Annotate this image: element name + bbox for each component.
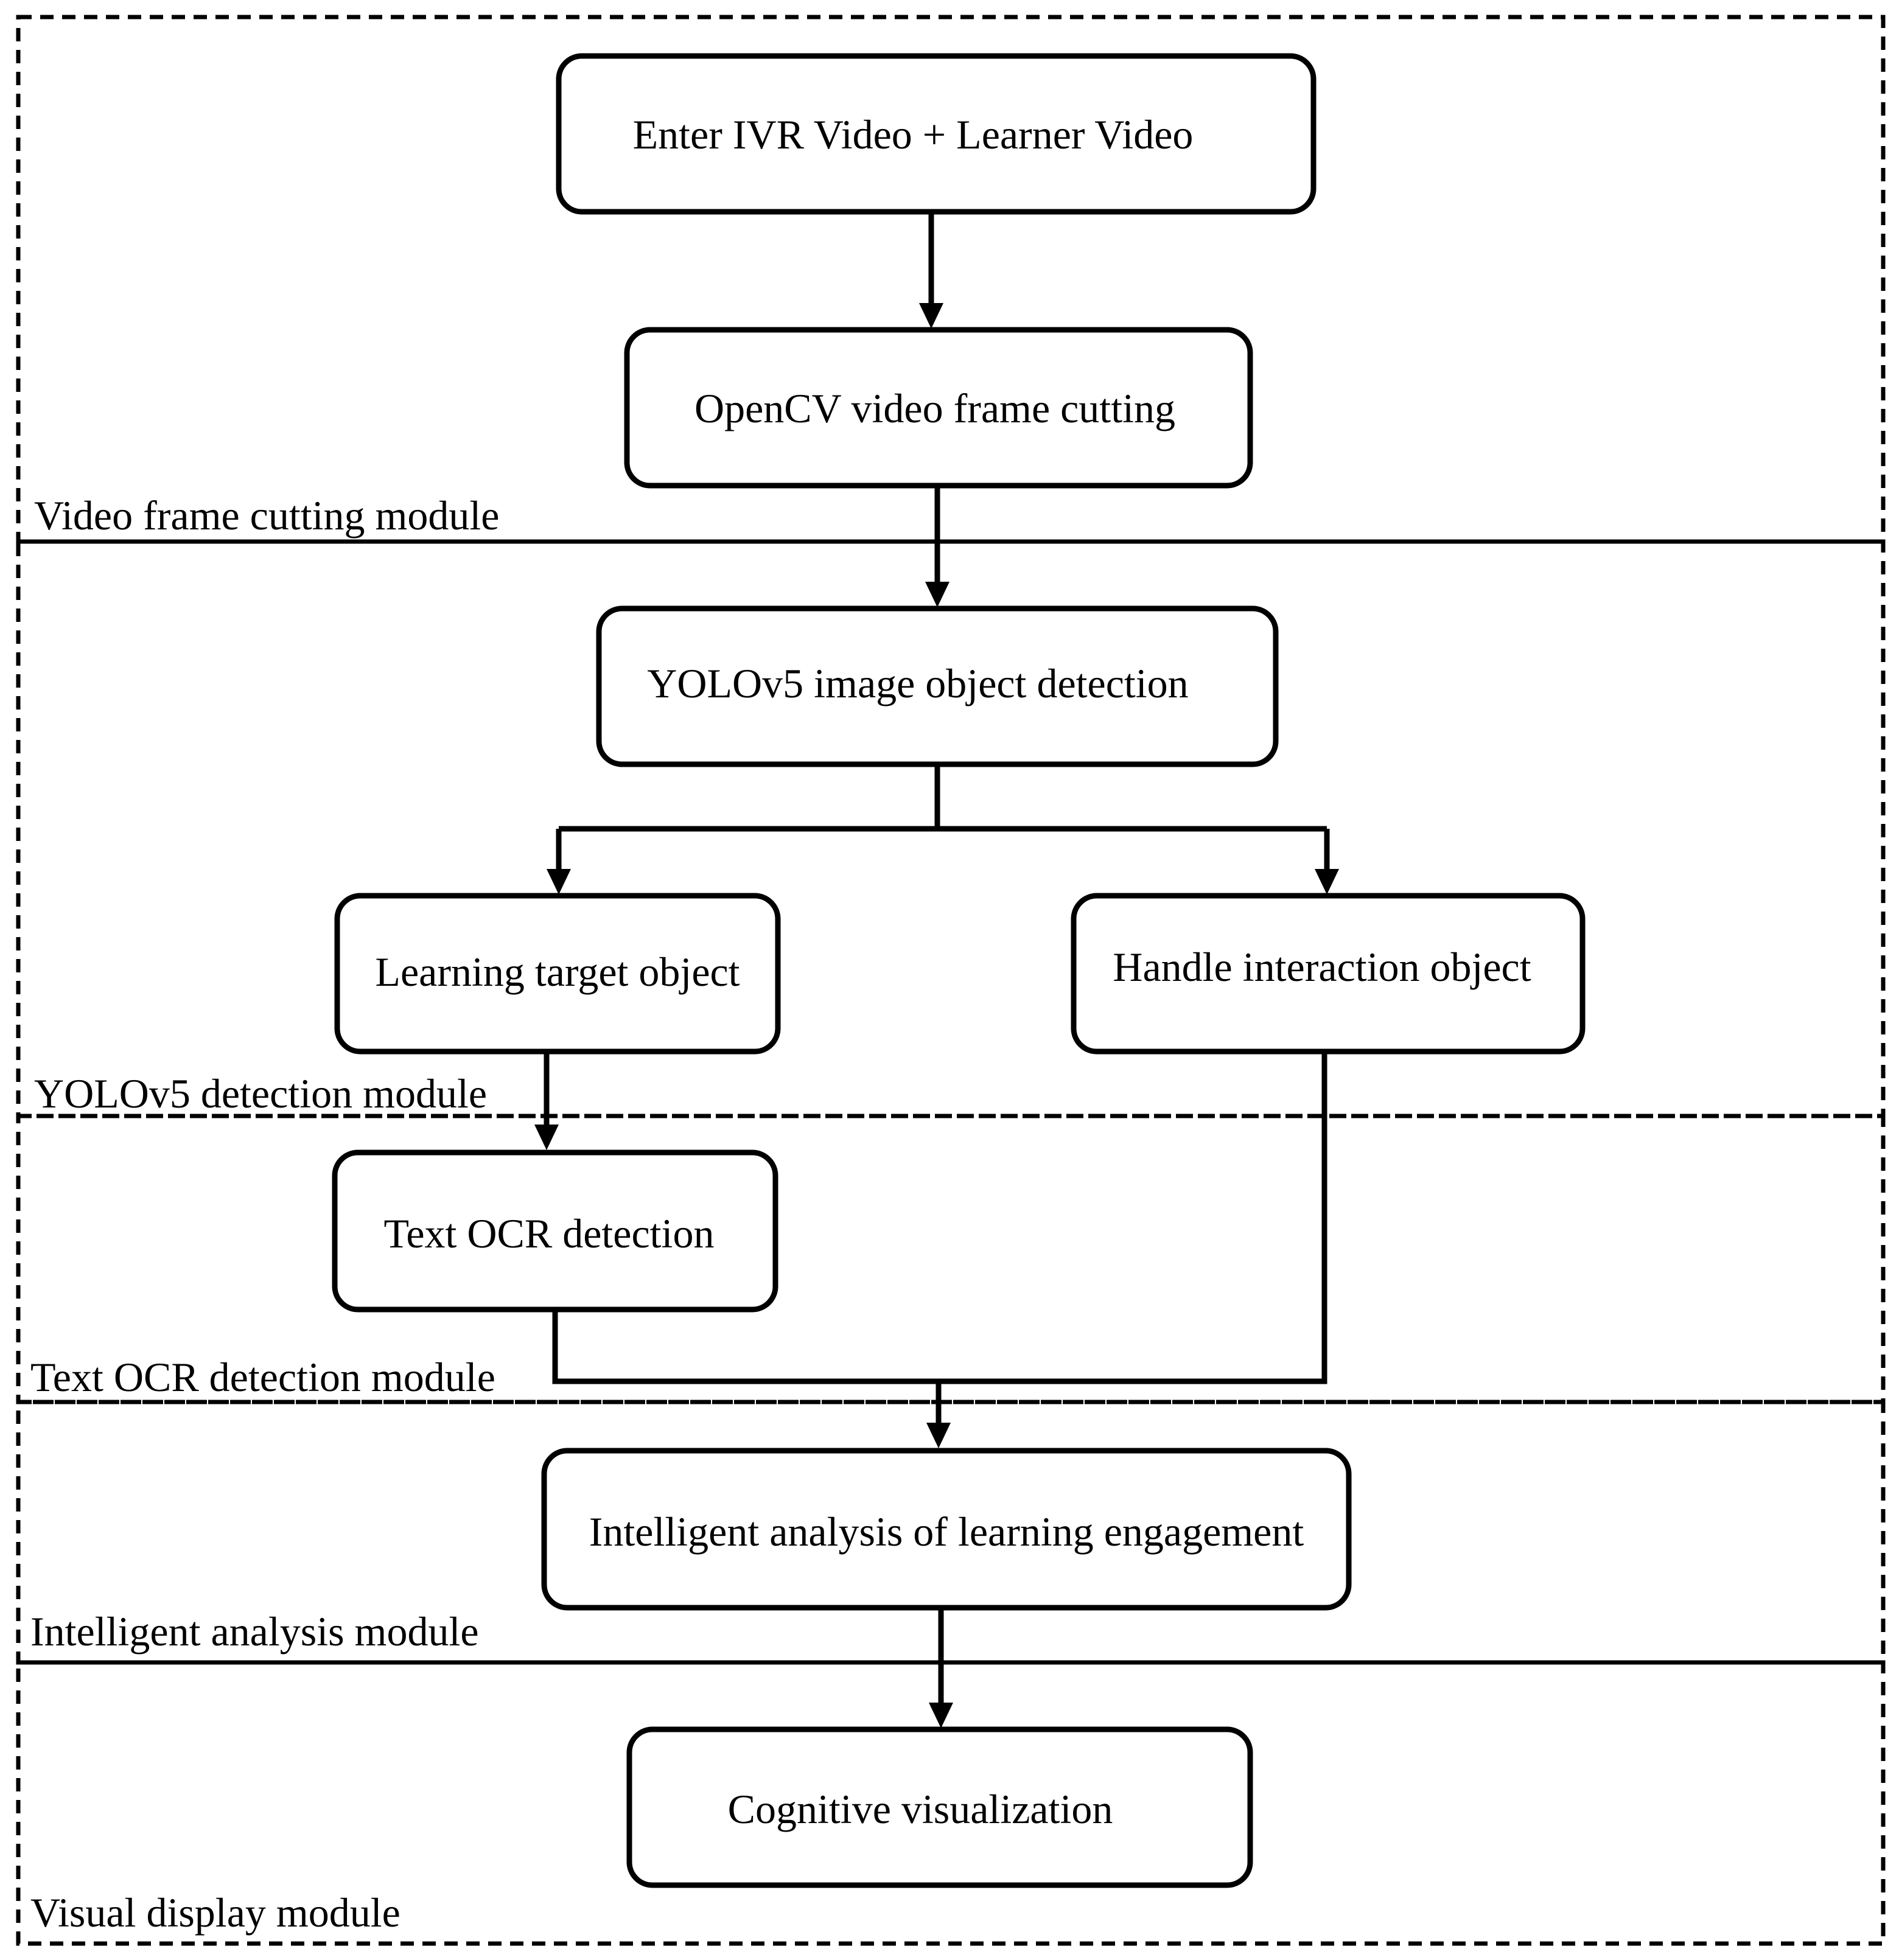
arrowhead-ocr bbox=[534, 1125, 559, 1150]
node-handle-label: Handle interaction object bbox=[1113, 944, 1531, 990]
node-engagement: Intelligent analysis of learning engagem… bbox=[541, 1448, 1352, 1611]
module-frame-ocr bbox=[16, 1114, 1886, 1404]
module-label-video: Video frame cutting module bbox=[34, 492, 499, 539]
nodes: Enter IVR Video + Learner Video OpenCV v… bbox=[332, 53, 1586, 1888]
module-label-yolo: YOLOv5 detection module bbox=[34, 1070, 487, 1117]
node-learning-label: Learning target object bbox=[375, 949, 740, 995]
node-cognitive-box bbox=[626, 1726, 1253, 1888]
arrowhead-learning bbox=[547, 869, 571, 895]
node-cognitive-label: Cognitive visualization bbox=[728, 1786, 1113, 1832]
arrowhead-opencv bbox=[919, 303, 943, 329]
node-yolov5: YOLOv5 image object detection bbox=[596, 605, 1279, 767]
node-learning-box bbox=[334, 893, 781, 1055]
node-yolov5-box bbox=[596, 605, 1279, 767]
node-handle-box bbox=[1071, 893, 1586, 1055]
module-label-ocr: Text OCR detection module bbox=[30, 1354, 495, 1400]
node-engagement-label: Intelligent analysis of learning engagem… bbox=[589, 1508, 1304, 1555]
module-labels: Video frame cutting module YOLOv5 detect… bbox=[30, 492, 499, 1936]
node-ocr: Text OCR detection bbox=[332, 1149, 778, 1313]
node-engagement-box bbox=[541, 1448, 1352, 1611]
module-label-display: Visual display module bbox=[30, 1889, 400, 1936]
node-ocr-label: Text OCR detection bbox=[384, 1210, 715, 1257]
arrowhead-handle bbox=[1315, 869, 1339, 895]
node-input: Enter IVR Video + Learner Video bbox=[556, 53, 1317, 215]
node-cognitive: Cognitive visualization bbox=[626, 1726, 1253, 1888]
arrowhead-yolov5 bbox=[925, 582, 949, 607]
node-opencv-label: OpenCV video frame cutting bbox=[694, 385, 1175, 431]
node-opencv: OpenCV video frame cutting bbox=[624, 327, 1253, 489]
module-frame-display bbox=[16, 1660, 1886, 1946]
node-yolov5-label: YOLOv5 image object detection bbox=[647, 660, 1188, 706]
node-opencv-box bbox=[624, 327, 1253, 489]
node-handle: Handle interaction object bbox=[1071, 893, 1586, 1055]
module-label-analysis: Intelligent analysis module bbox=[30, 1608, 479, 1655]
node-input-box bbox=[556, 53, 1317, 215]
module-frame-yolo bbox=[16, 539, 1886, 1118]
node-ocr-box bbox=[332, 1149, 778, 1313]
edge-yolov5-split bbox=[559, 766, 1327, 832]
node-learning: Learning target object bbox=[334, 893, 781, 1055]
arrowhead-cognitive bbox=[929, 1703, 953, 1728]
edges bbox=[534, 213, 1339, 1728]
arrowhead-engagement bbox=[926, 1423, 951, 1448]
module-frames bbox=[16, 15, 1886, 1946]
node-input-label: Enter IVR Video + Learner Video bbox=[633, 111, 1194, 158]
